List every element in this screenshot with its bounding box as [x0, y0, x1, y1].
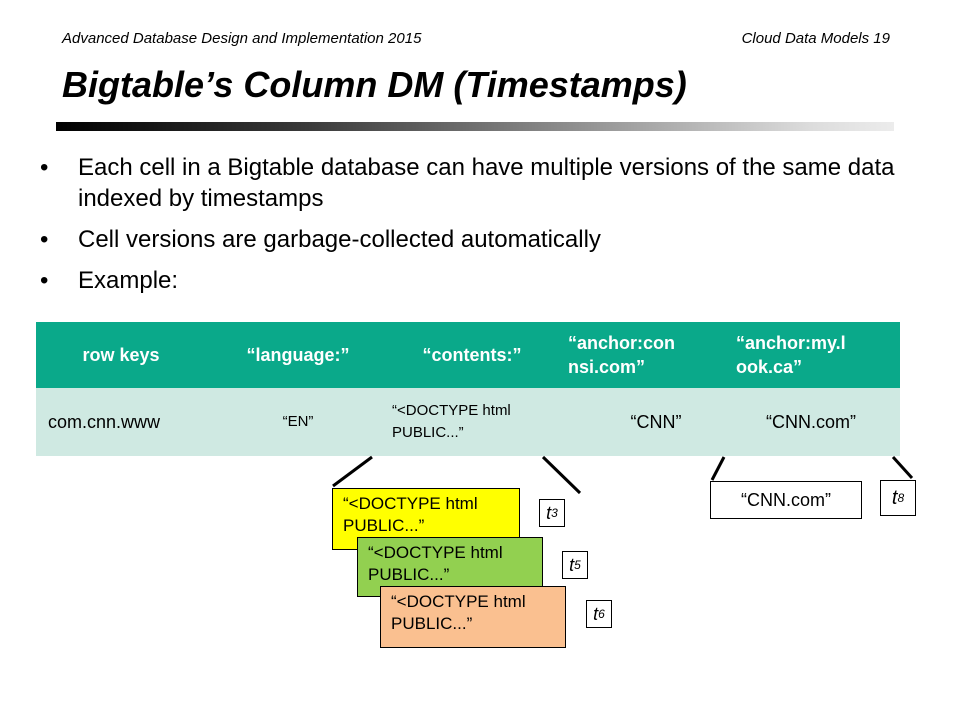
bullet-dot-icon: •: [40, 226, 49, 253]
cell-anchor-cnnsi: “CNN”: [630, 412, 682, 432]
table-header-row: row keys “language:” “contents:” “anchor…: [36, 322, 900, 388]
cell-row-key: com.cnn.www: [48, 412, 161, 432]
header-row-keys: row keys: [82, 345, 160, 365]
table-row: com.cnn.www “EN” “<DOCTYPE html PUBLIC..…: [36, 388, 900, 456]
cell-anchor-mylook: “CNN.com”: [766, 412, 856, 432]
connector-line-anchor-left: [710, 456, 726, 481]
header-anchor-mylook: “anchor:my.l ook.ca”: [736, 333, 846, 377]
bullet-item: •Each cell in a Bigtable database can ha…: [40, 154, 895, 212]
cell-contents: “<DOCTYPE html PUBLIC...”: [392, 402, 511, 441]
bullet-item: •Cell versions are garbage-collected aut…: [40, 226, 601, 253]
bullet-item: •Example:: [40, 267, 179, 294]
slide-title: Bigtable’s Column DM (Timestamps): [62, 64, 687, 105]
header-language: “language:”: [246, 345, 350, 365]
header-course-title: Advanced Database Design and Implementat…: [62, 30, 422, 47]
bullet-list: •Each cell in a Bigtable database can ha…: [40, 152, 900, 306]
version-box-t6: “<DOCTYPE html PUBLIC...”: [380, 586, 566, 648]
connector-line-right: [541, 455, 582, 495]
header-slide-number: Cloud Data Models 19: [741, 30, 890, 47]
version-box-anchor: “CNN.com”: [710, 481, 862, 519]
header-anchor-cnnsi: “anchor:con nsi.com”: [568, 333, 676, 377]
bullet-dot-icon: •: [40, 267, 49, 294]
title-underline: [56, 122, 894, 131]
bullet-dot-icon: •: [40, 154, 49, 181]
header-contents: “contents:”: [422, 345, 522, 365]
connector-line-anchor-right: [891, 455, 914, 480]
cell-language: “EN”: [282, 413, 314, 430]
bigtable-example-table: row keys “language:” “contents:” “anchor…: [36, 322, 900, 456]
connector-line-left: [332, 455, 373, 488]
